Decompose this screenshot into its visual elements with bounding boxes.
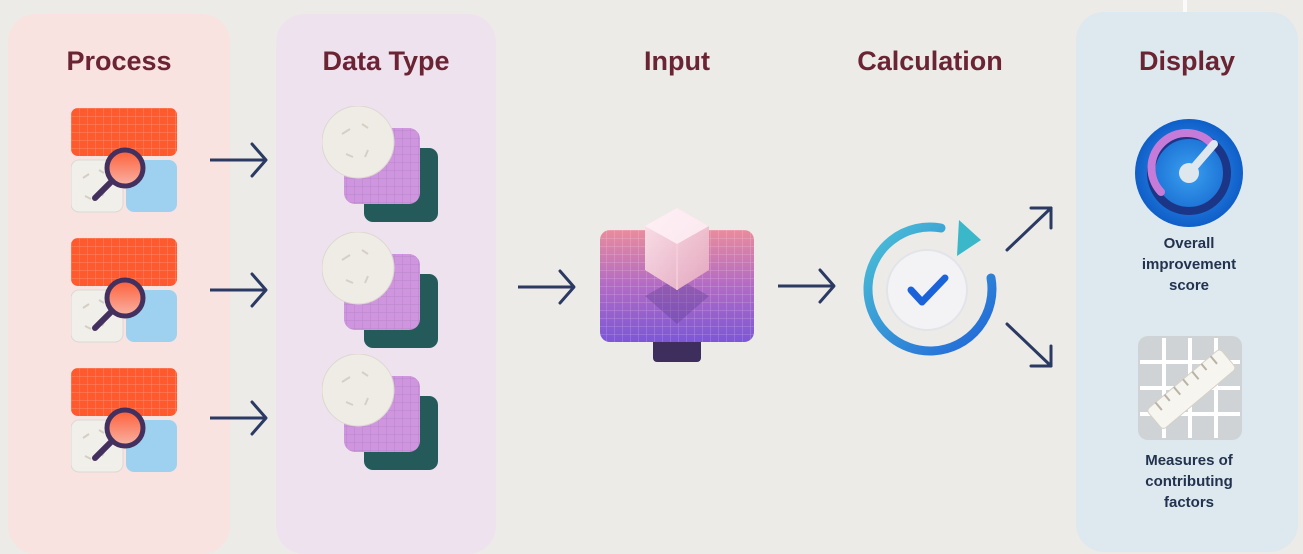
arrow-up-right-icon	[1005, 206, 1053, 252]
arrow-right-icon	[778, 268, 836, 304]
caption-line: Overall	[1163, 235, 1215, 252]
display-title: Display	[1138, 46, 1236, 76]
display-panel	[1076, 12, 1298, 552]
caption-line: Measures of	[1145, 452, 1233, 469]
arrow-right-icon	[210, 142, 268, 178]
input-title: Input	[644, 46, 710, 76]
data-stack-icon	[322, 354, 439, 471]
process-search-icon	[71, 368, 181, 476]
refresh-check-icon	[863, 220, 997, 356]
caption-line: score	[1168, 277, 1210, 294]
arrow-down-right-icon	[1005, 322, 1053, 368]
process-title: Process	[66, 46, 172, 76]
arrow-right-icon	[210, 400, 268, 436]
contributing-factors-caption: Measures of contributing factors	[1120, 450, 1258, 513]
process-search-icon	[71, 108, 181, 216]
caption-line: improvement	[1141, 256, 1237, 273]
monitor-cube-icon	[600, 208, 754, 362]
ruler-grid-icon	[1138, 336, 1242, 440]
process-search-icon	[71, 238, 181, 346]
arrow-right-icon	[518, 269, 576, 305]
data-type-title: Data Type	[322, 46, 450, 76]
calculation-title: Calculation	[857, 46, 1003, 76]
overall-improvement-caption: Overall improvement score	[1120, 233, 1258, 296]
data-stack-icon	[322, 232, 439, 349]
data-stack-icon	[322, 106, 439, 223]
caption-line: contributing	[1145, 473, 1233, 490]
caption-line: factors	[1163, 494, 1215, 511]
top-edge-mark	[1183, 0, 1187, 12]
gauge-icon	[1135, 119, 1243, 227]
arrow-right-icon	[210, 272, 268, 308]
